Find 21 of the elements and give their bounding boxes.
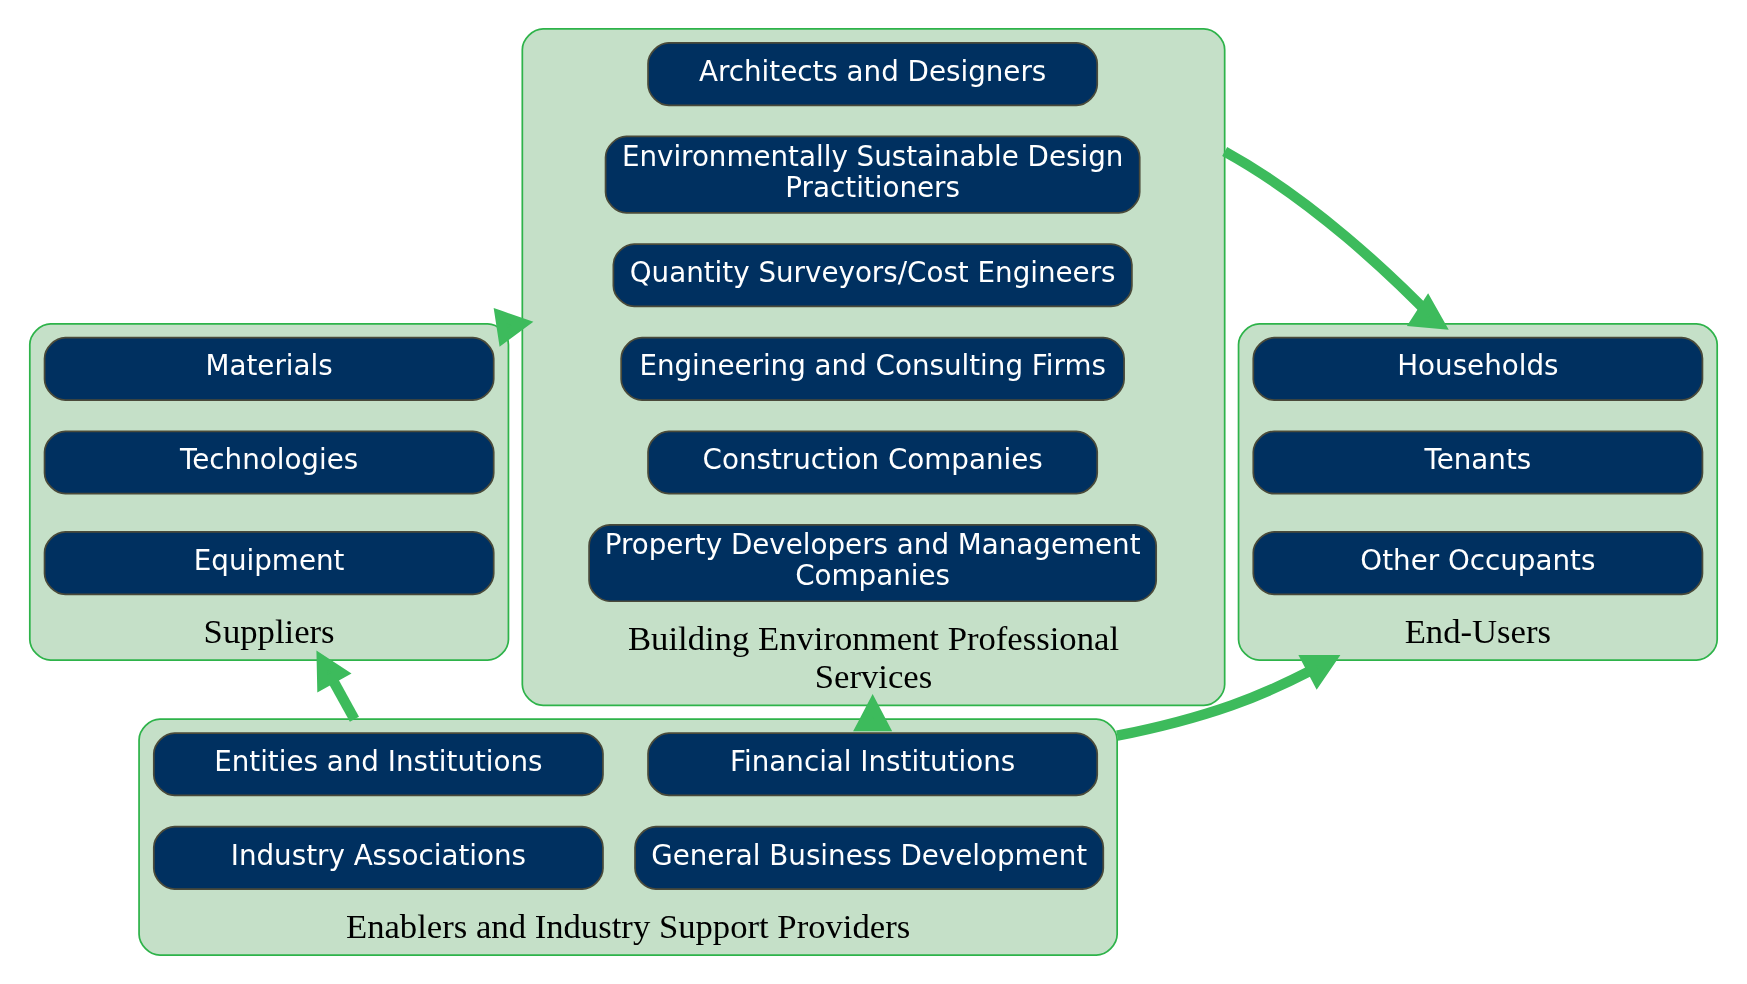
node-box: Technologies — [43, 430, 495, 495]
node-box: Engineering and Consulting Firms — [620, 336, 1125, 401]
arrow — [493, 308, 534, 347]
arrow — [1116, 655, 1341, 741]
arrow — [316, 650, 359, 722]
node-box: General Business Development — [634, 825, 1105, 890]
node-box: Environmentally Sustainable Design Practitioners — [604, 135, 1141, 214]
node-box: Equipment — [43, 531, 495, 596]
node-box: Households — [1252, 336, 1704, 401]
arrow — [1222, 147, 1449, 330]
node-box: Construction Companies — [647, 430, 1099, 495]
node-box: Quantity Surveyors/Cost Engineers — [612, 243, 1133, 308]
node-box: Other Occupants — [1252, 531, 1704, 596]
node-box: Property Developers and Management Companies — [588, 524, 1158, 603]
node-box: Entities and Institutions — [152, 732, 604, 797]
node-box: Architects and Designers — [647, 41, 1099, 107]
node-box: Industry Associations — [152, 825, 604, 890]
node-box: Financial Institutions — [647, 732, 1099, 797]
node-box: Tenants — [1252, 430, 1704, 495]
node-box: Materials — [43, 336, 495, 401]
arrow — [853, 694, 893, 732]
